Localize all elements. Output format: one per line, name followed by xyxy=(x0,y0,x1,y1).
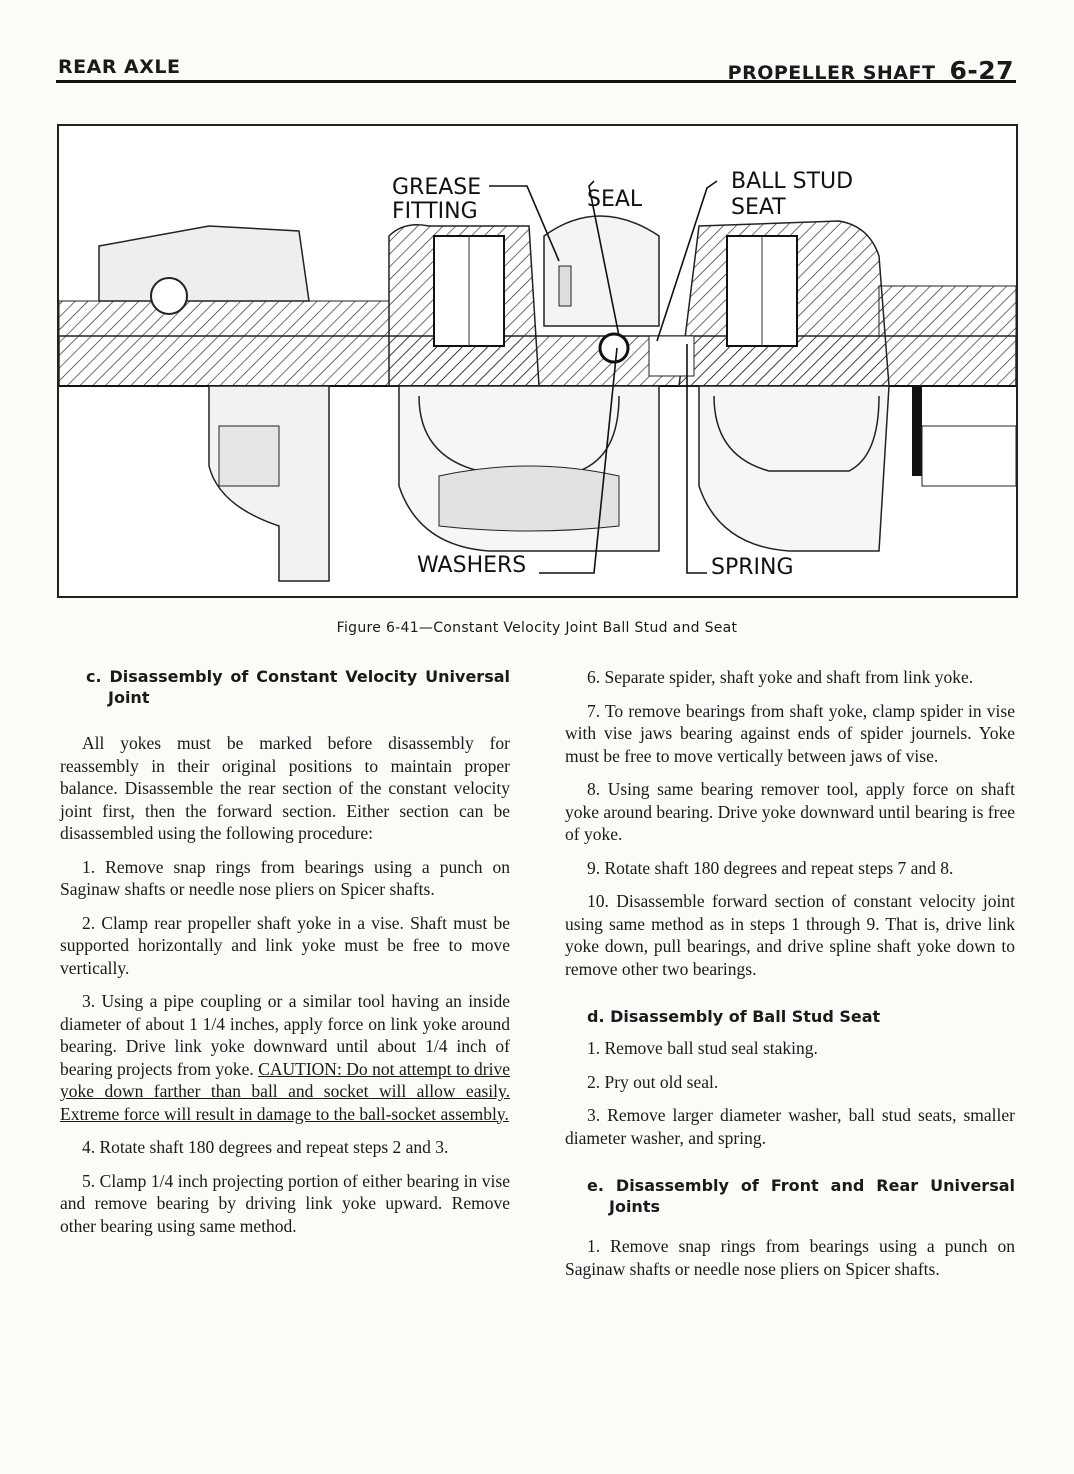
step-8: 8. Using same bearing remover tool, appl… xyxy=(565,779,1015,844)
paragraph-intro: All yokes must be marked before disassem… xyxy=(60,733,510,843)
figure-caption: Figure 6-41—Constant Velocity Joint Ball… xyxy=(336,620,738,636)
caution-text: CAUTION: Do not attempt to drive yoke do… xyxy=(60,1058,511,1124)
label-grease: GREASE xyxy=(392,175,481,200)
figure-joint-cutaway: GREASE FITTING SEAL BALL STUD SEAT WASHE… xyxy=(57,124,1018,598)
step-d2: 2. Pry out old seal. xyxy=(587,1071,719,1092)
label-fitting: FITTING xyxy=(392,199,478,224)
section-heading-e: e. Disassembly of Front and Rear Univers… xyxy=(587,1176,1015,1216)
joint-drawing: GREASE FITTING SEAL BALL STUD SEAT WASHE… xyxy=(59,169,1016,582)
step-2: 2. Clamp rear propeller shaft yoke in a … xyxy=(60,912,510,978)
step-d3: 3. Remove larger diameter washer, ball s… xyxy=(565,1105,1015,1148)
label-spring: SPRING xyxy=(711,555,794,580)
right-column: 6. Separate spider, shaft yoke and shaft… xyxy=(565,666,1015,1291)
step-e1: 1. Remove snap rings from bearings using… xyxy=(565,1236,1015,1279)
step-d1: 1. Remove ball stud seal staking. xyxy=(587,1038,818,1058)
section-heading-d: d. Disassembly of Ball Stud Seat xyxy=(587,1007,881,1026)
label-seal: SEAL xyxy=(587,187,643,212)
step-5: 5. Clamp 1/4 inch projecting portion of … xyxy=(60,1170,510,1236)
left-column: c. Disassembly of Constant Velocity Univ… xyxy=(60,666,510,1248)
step-1: 1. Remove snap rings from bearings using… xyxy=(60,856,510,900)
running-head-left: REAR AXLE xyxy=(58,56,181,78)
label-washers: WASHERS xyxy=(417,553,526,578)
step-7: 7. To remove bearings from shaft yoke, c… xyxy=(565,700,1015,766)
step-10: 10. Disassemble forward section of const… xyxy=(565,891,1015,979)
label-ball-stud: BALL STUD xyxy=(731,169,853,194)
step-3-text: 3. Using a pipe coupling or a similar to… xyxy=(60,991,510,1079)
step-3: 3. Using a pipe coupling or a similar to… xyxy=(60,990,510,1125)
step-9: 9. Rotate shaft 180 degrees and repeat s… xyxy=(587,857,954,878)
label-seat: SEAT xyxy=(731,195,786,220)
step-4: 4. Rotate shaft 180 degrees and repeat s… xyxy=(82,1137,449,1157)
section-heading-c: c. Disassembly of Constant Velocity Univ… xyxy=(86,667,510,707)
step-6: 6. Separate spider, shaft yoke and shaft… xyxy=(587,667,974,687)
section-title: PROPELLER SHAFT xyxy=(727,62,936,84)
header-rule xyxy=(56,80,1016,83)
